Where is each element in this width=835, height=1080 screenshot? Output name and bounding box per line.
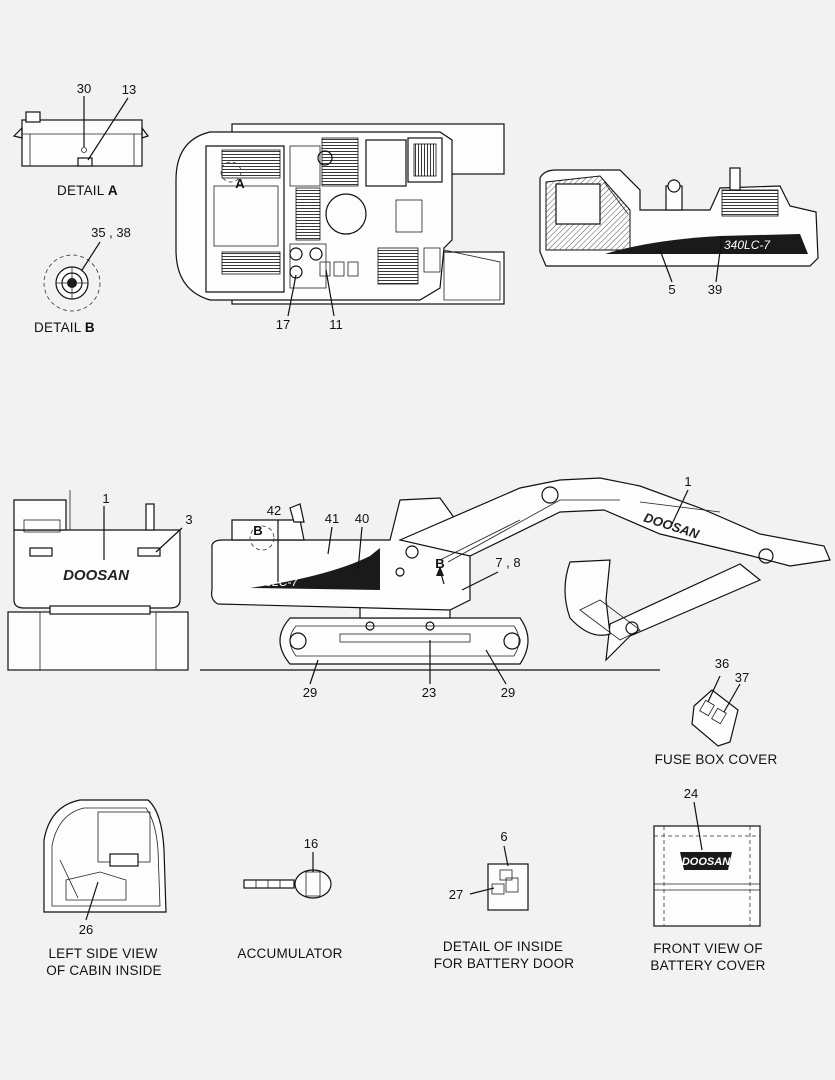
callout-41: 41 [325,511,339,526]
detail-a-caption: DETAIL A [57,183,118,198]
marker-a: A [235,176,245,191]
callout-3: 3 [185,512,192,527]
leader-17 [287,274,297,317]
callout-6: 6 [500,829,507,844]
marker-b-engine: B [253,523,262,538]
callout-29-right: 29 [501,685,515,700]
detail-a-caption-prefix: DETAIL [57,183,108,198]
battery-door-detail-drawing [469,845,529,911]
callout-16: 16 [304,836,318,851]
accumulator-caption: ACCUMULATOR [237,946,342,961]
detail-a-drawing [12,96,149,167]
battery-cover-caption-line1: FRONT VIEW OF [653,941,763,956]
detail-b-caption-letter: B [85,320,95,335]
top-view-drawing [175,123,505,305]
callout-11: 11 [329,317,343,332]
rear-view-drawing [7,490,189,671]
main-model-decal: 340LC-7 [252,575,299,589]
cabin-inside-drawing [43,799,167,921]
callout-27: 27 [449,887,463,902]
right-side-view-drawing: 340LC-7 [539,167,819,283]
callout-39: 39 [708,282,722,297]
callout-1-boom: 1 [684,474,691,489]
callout-13: 13 [122,82,136,97]
callout-42: 42 [267,503,281,518]
callout-5: 5 [668,282,675,297]
detail-b-caption-prefix: DETAIL [34,320,85,335]
fuse-box-cover-drawing [691,675,741,747]
battery-cover-brand-decal: DOOSAN [682,856,731,868]
callout-40: 40 [355,511,369,526]
detail-b-caption: DETAIL B [34,320,95,335]
battery-cover-drawing [653,801,761,927]
side-model-decal: 340LC-7 [724,238,771,252]
cabin-caption-line2: OF CABIN INSIDE [46,963,162,978]
callout-29-left: 29 [303,685,317,700]
accumulator-drawing [243,852,332,899]
detail-b-drawing [43,241,101,312]
callout-7-8: 7 , 8 [495,555,520,570]
callout-17: 17 [276,317,290,332]
marker-b-frame: B [435,556,444,571]
fuse-box-cover-caption: FUSE BOX COVER [655,752,778,767]
battery-door-caption-line1: DETAIL OF INSIDE [443,939,563,954]
cabin-caption-line1: LEFT SIDE VIEW [48,946,157,961]
battery-door-caption-line2: FOR BATTERY DOOR [434,956,575,971]
leader-11 [325,269,335,317]
callout-35-38: 35 , 38 [91,225,131,240]
detail-a-caption-letter: A [108,183,118,198]
callout-1-rear: 1 [102,491,109,506]
callout-24: 24 [684,786,698,801]
callout-26: 26 [79,922,93,937]
battery-cover-caption-line2: BATTERY COVER [650,958,765,973]
rear-brand-decal: DOOSAN [63,567,130,584]
callout-37: 37 [735,670,749,685]
callout-23: 23 [422,685,436,700]
excavator-side-view-drawing: 340LC-7 [200,477,831,685]
callout-36: 36 [715,656,729,671]
callout-30: 30 [77,81,91,96]
